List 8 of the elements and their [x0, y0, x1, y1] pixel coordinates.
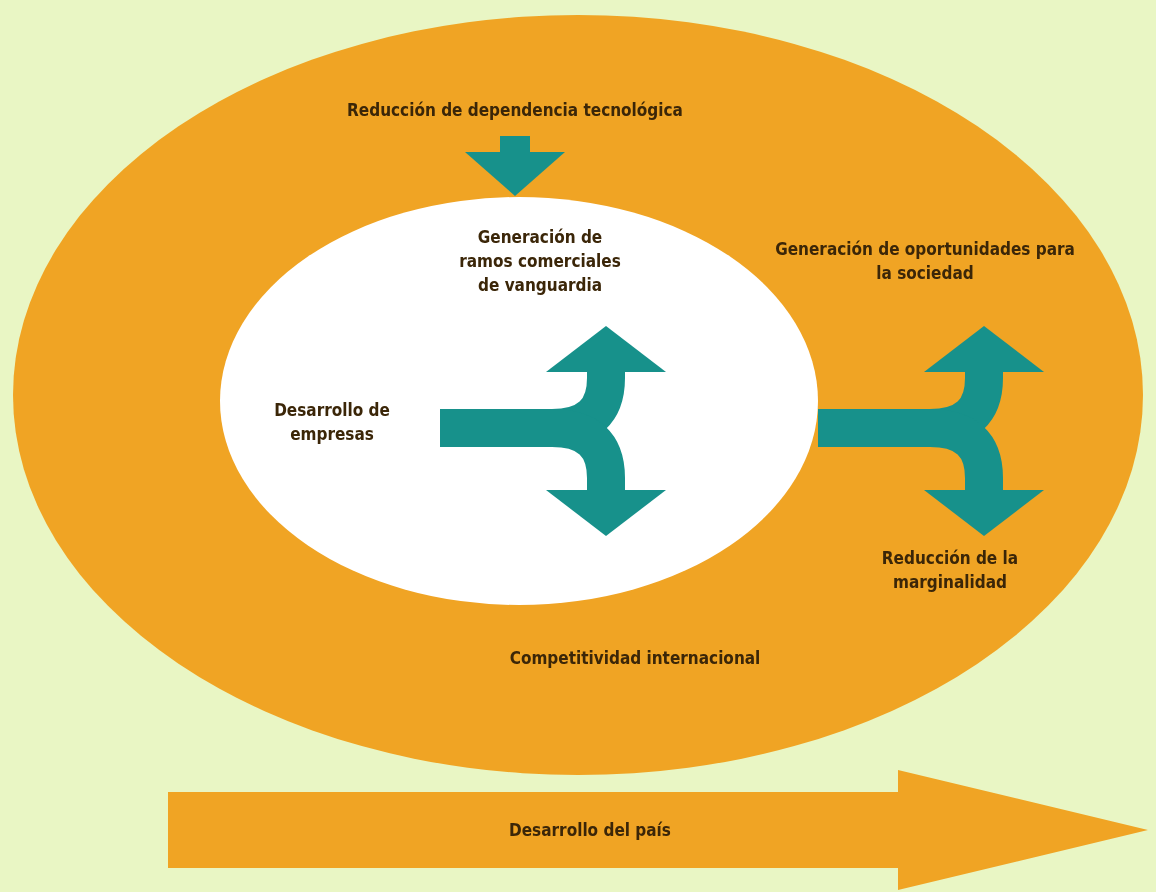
concept-label: Reducción de dependencia tecnológica — [290, 98, 740, 128]
concept-label: Competitividad internacional — [508, 647, 762, 670]
concept-label: Desarrollo de empresas — [267, 398, 397, 454]
concept-label: Generación de oportunidades para la sociedad — [775, 237, 1075, 293]
concept-label: Reducción de la marginalidad — [870, 546, 1030, 602]
concept-label: Generación de ramos comerciales de vanguardia — [455, 225, 625, 303]
arrow — [465, 136, 565, 196]
concept-label: Desarrollo del país — [508, 819, 672, 842]
